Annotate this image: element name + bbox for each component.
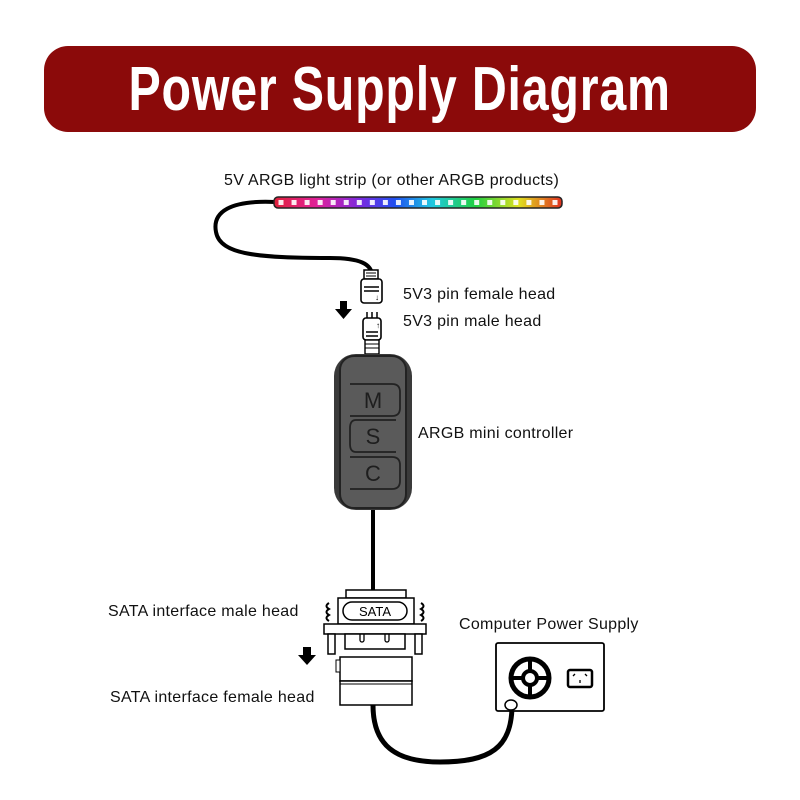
led-chip — [356, 200, 362, 205]
power-supply-unit — [495, 642, 605, 712]
argb-controller: M S C — [334, 354, 412, 510]
led-chip — [461, 200, 467, 205]
controller-label: ARGB mini controller — [418, 425, 574, 442]
strip-cable — [213, 199, 374, 277]
led-chip — [448, 200, 454, 205]
led-chip — [395, 200, 401, 205]
sata-female-label: SATA interface female head — [110, 689, 315, 706]
male-3pin-label: 5V3 pin male head — [403, 313, 542, 330]
psu-cable — [370, 704, 515, 765]
light-strip — [273, 196, 563, 209]
female-3pin-connector: ↓ — [360, 269, 383, 304]
led-chip — [317, 200, 323, 205]
arrow-down-icon — [298, 647, 316, 665]
led-chip — [552, 200, 558, 205]
led-chip — [500, 200, 506, 205]
title-banner: Power Supply Diagram — [44, 46, 756, 132]
led-chip — [526, 200, 532, 205]
sata-female-connector — [335, 656, 413, 706]
led-chip — [435, 200, 441, 205]
led-chip — [291, 200, 297, 205]
sata-male-label: SATA interface male head — [108, 603, 299, 620]
sata-male-connector: SATA — [323, 589, 427, 655]
male-3pin-connector: ↑ — [362, 312, 382, 355]
led-chip — [382, 200, 388, 205]
fan-icon — [508, 656, 552, 700]
mode-button-label: M — [364, 388, 382, 413]
led-chip — [474, 200, 480, 205]
color-button-label: C — [365, 461, 381, 486]
sata-plug-label: SATA — [359, 604, 391, 619]
page-title: Power Supply Diagram — [128, 54, 672, 124]
led-chip — [513, 200, 519, 205]
led-chip — [304, 200, 310, 205]
led-chip — [487, 200, 493, 205]
led-chip — [408, 200, 414, 205]
arrow-down-icon — [335, 301, 352, 319]
power-socket-icon — [566, 668, 594, 689]
svg-text:↑: ↑ — [376, 321, 380, 330]
speed-button-label: S — [366, 424, 381, 449]
led-chip — [278, 200, 284, 205]
female-3pin-label: 5V3 pin female head — [403, 286, 556, 303]
led-chip — [369, 200, 375, 205]
power-supply-label: Computer Power Supply — [459, 616, 639, 633]
arrow-down-small-icon: ↓ — [375, 293, 379, 302]
led-chip — [539, 200, 545, 205]
led-chip — [422, 200, 428, 205]
led-chip — [330, 200, 336, 205]
led-chip — [343, 200, 349, 205]
light-strip-label: 5V ARGB light strip (or other ARGB produ… — [224, 172, 560, 189]
